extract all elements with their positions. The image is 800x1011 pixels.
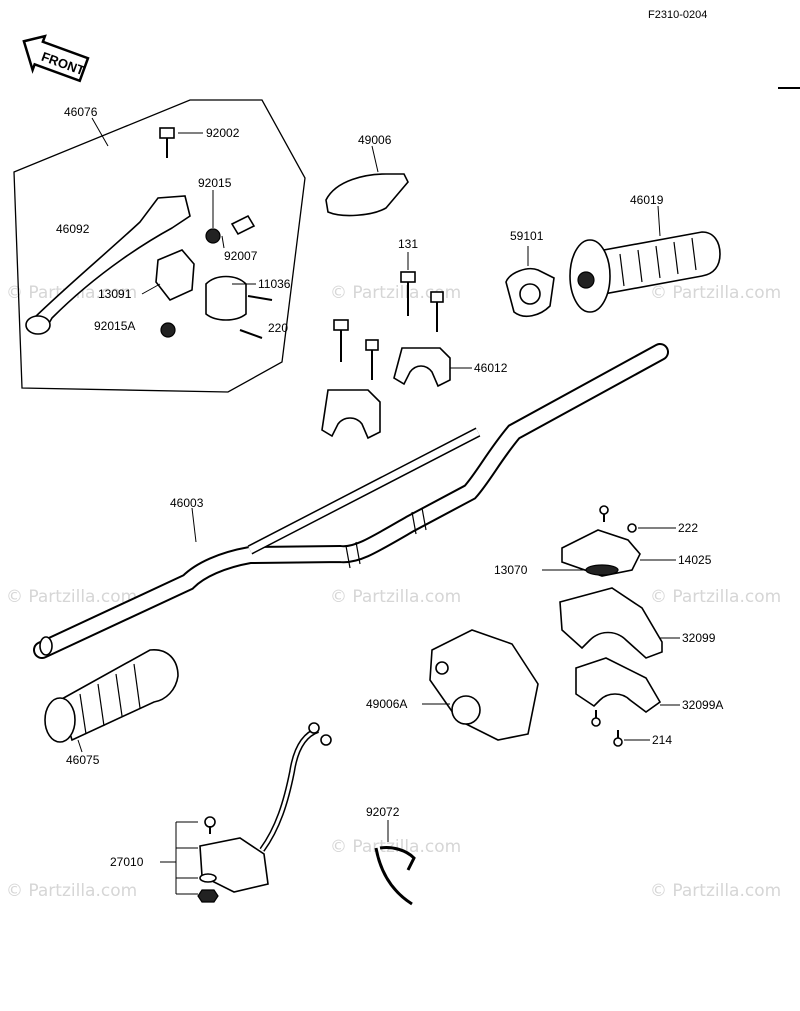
bolts-131	[333, 252, 444, 380]
lock-nut	[205, 228, 221, 244]
label-27010: 27010	[110, 855, 144, 869]
watermarks: © Partzilla.com © Partzilla.com © Partzi…	[6, 283, 781, 901]
switch-housing-group	[542, 505, 680, 747]
handlebar-clamps-46012	[321, 347, 472, 440]
lever-holder	[155, 249, 195, 301]
label-49006A: 49006A	[366, 697, 407, 711]
label-214: 214	[652, 733, 672, 747]
label-220: 220	[268, 321, 288, 335]
label-46075: 46075	[66, 753, 100, 767]
engine-stop-switch-27010	[160, 722, 332, 903]
throttle-grip-46019	[569, 205, 721, 313]
nut-92015A	[160, 322, 176, 338]
label-92015: 92015	[198, 176, 232, 190]
left-grip-46075	[44, 649, 179, 753]
label-49006: 49006	[358, 133, 392, 147]
part-labels: 46076 92002 92015 46092 92007 13091 1103…	[56, 105, 723, 869]
lever-ball-end	[25, 315, 51, 335]
throttle-case-49006A	[422, 629, 539, 741]
front-arrow: FRONT	[22, 34, 90, 83]
label-222: 222	[678, 521, 698, 535]
watermark: © Partzilla.com	[6, 587, 137, 607]
watermark: © Partzilla.com	[330, 587, 461, 607]
clamp-band-92072	[374, 820, 416, 906]
watermark: © Partzilla.com	[650, 587, 781, 607]
holder-clamp	[205, 275, 247, 321]
label-11036: 11036	[258, 277, 291, 291]
label-131: 131	[398, 237, 418, 251]
label-92072: 92072	[366, 805, 400, 819]
watermark: © Partzilla.com	[6, 881, 137, 901]
bolt-head	[159, 127, 175, 139]
figure-code: F2310-0204	[648, 9, 707, 21]
label-92002: 92002	[206, 126, 240, 140]
label-46003: 46003	[170, 496, 204, 510]
label-13091: 13091	[98, 287, 132, 301]
label-59101: 59101	[510, 229, 544, 243]
label-92007: 92007	[224, 249, 258, 263]
label-92015A: 92015A	[94, 319, 135, 333]
label-32099: 32099	[682, 631, 716, 645]
label-32099A: 32099A	[682, 698, 723, 712]
watermark: © Partzilla.com	[650, 881, 781, 901]
watermark: © Partzilla.com	[650, 283, 781, 303]
grip-cap-49006	[325, 145, 409, 217]
handlebar-46003	[33, 343, 669, 659]
throttle-pulley-59101	[505, 246, 555, 318]
lever-assembly-46076	[13, 99, 306, 393]
label-46019: 46019	[630, 193, 664, 207]
label-13070: 13070	[494, 563, 528, 577]
label-14025: 14025	[678, 553, 712, 567]
adjuster-bolt	[230, 214, 256, 236]
label-46076: 46076	[64, 105, 98, 119]
label-46092: 46092	[56, 222, 90, 236]
label-46012: 46012	[474, 361, 508, 375]
watermark: © Partzilla.com	[330, 283, 461, 303]
assembly-outline	[13, 99, 306, 393]
